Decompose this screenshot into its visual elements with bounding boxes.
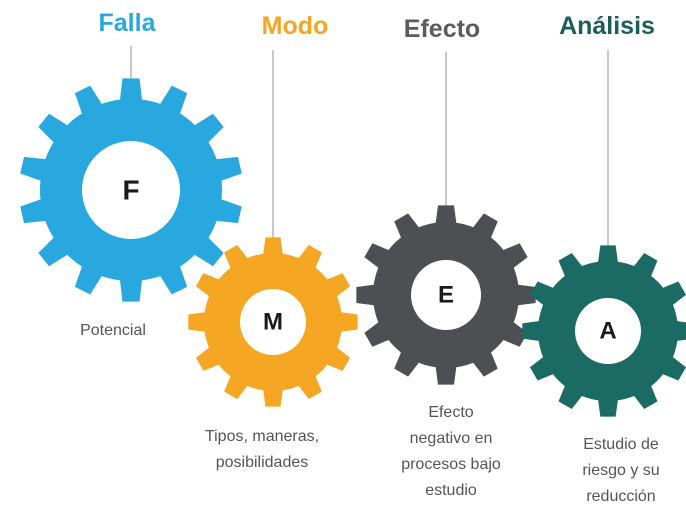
description-efecto: Efecto negativo en procesos bajo estudio [401, 400, 501, 504]
description-line: negativo en [409, 430, 493, 447]
gear-analisis: A [522, 245, 686, 417]
title-falla: Falla [98, 9, 156, 37]
gear-efecto: E [356, 205, 536, 385]
gear-group: F M E A [20, 78, 686, 417]
gear-modo: M [188, 237, 358, 407]
title-modo: Modo [261, 12, 329, 40]
description-falla: Potencial [80, 318, 146, 344]
gear-hub-falla [82, 141, 180, 239]
description-line: Efecto [428, 404, 474, 421]
gear-letter-modo: M [263, 309, 283, 336]
gear-hub-efecto [411, 260, 481, 330]
description-line: posibilidades [215, 454, 309, 471]
gear-falla: F [20, 78, 242, 302]
gear-letter-analisis: A [599, 318, 616, 345]
gear-letter-efecto: E [438, 282, 454, 309]
description-line: Potencial [80, 322, 146, 339]
description-line: Estudio de [583, 436, 659, 453]
description-line: estudio [425, 482, 477, 499]
title-efecto: Efecto [403, 15, 481, 43]
gear-hub-modo [240, 289, 306, 355]
description-analisis: Estudio de riesgo y su reducción [582, 432, 659, 510]
description-line: reducción [586, 488, 656, 505]
description-modo: Tipos, maneras, posibilidades [205, 424, 319, 476]
description-line: procesos bajo [401, 456, 501, 473]
gear-hub-analisis [575, 298, 641, 364]
title-analisis: Análisis [559, 12, 655, 40]
gear-letter-falla: F [122, 175, 139, 206]
description-line: Tipos, maneras, [204, 428, 320, 445]
description-line: riesgo y su [582, 462, 660, 479]
